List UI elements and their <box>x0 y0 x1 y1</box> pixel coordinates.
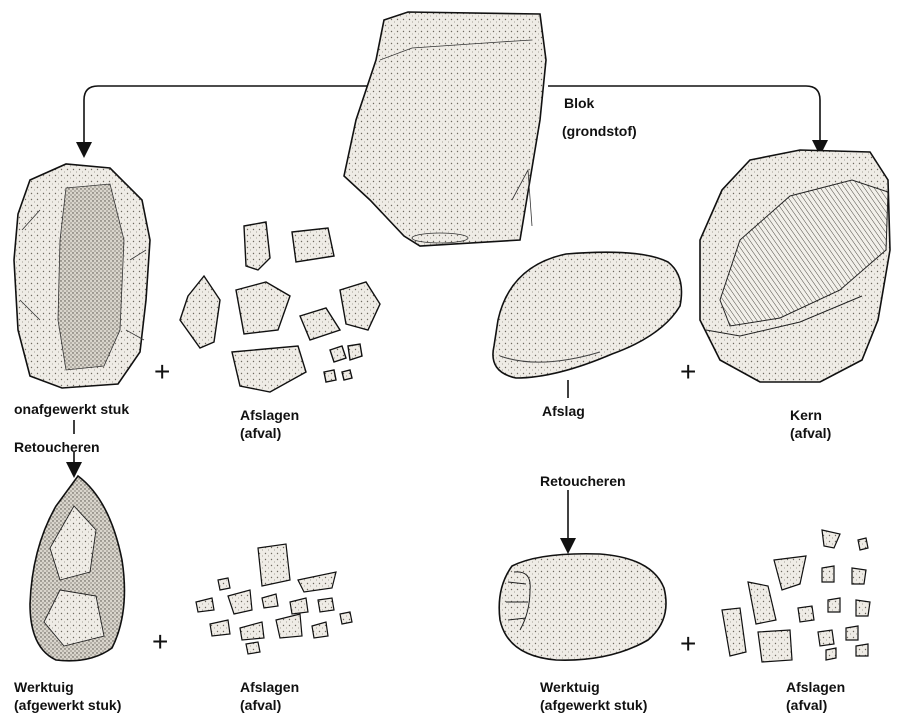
plus-sign-bottom-right: + <box>680 630 696 658</box>
tool-left-sublabel: (afgewerkt stuk) <box>14 696 121 714</box>
block-stone <box>344 12 546 246</box>
flake-stone <box>493 252 682 378</box>
core-stone <box>700 150 890 382</box>
retouch-right-label: Retoucheren <box>540 472 626 490</box>
core-label: Kern <box>790 406 822 424</box>
tool-left-label: Werktuig <box>14 678 74 696</box>
retouch-left-label: Retoucheren <box>14 438 100 456</box>
flake-label: Afslag <box>542 402 585 420</box>
flakes-bottom-right <box>722 530 870 662</box>
arrow-to-unfinished <box>84 86 370 150</box>
block-label: Blok <box>564 94 594 112</box>
flakes-top-left <box>180 222 380 392</box>
flakes-top-left-sublabel: (afval) <box>240 424 281 442</box>
plus-sign-top-left: + <box>154 358 170 386</box>
core-sublabel: (afval) <box>790 424 831 442</box>
tool-right-sublabel: (afgewerkt stuk) <box>540 696 647 714</box>
flakes-bottom-left <box>196 544 352 654</box>
tool-right-label: Werktuig <box>540 678 600 696</box>
unfinished-piece <box>14 164 150 388</box>
unfinished-label: onafgewerkt stuk <box>14 400 129 418</box>
handaxe-tool <box>30 476 124 661</box>
flakes-bottom-left-sublabel: (afval) <box>240 696 281 714</box>
block-sublabel: (grondstof) <box>562 122 637 140</box>
flakes-bottom-right-sublabel: (afval) <box>786 696 827 714</box>
plus-sign-top-right: + <box>680 358 696 386</box>
flakes-top-left-label: Afslagen <box>240 406 299 424</box>
scraper-tool <box>499 554 666 660</box>
plus-sign-bottom-left: + <box>152 628 168 656</box>
flakes-bottom-left-label: Afslagen <box>240 678 299 696</box>
flakes-bottom-right-label: Afslagen <box>786 678 845 696</box>
